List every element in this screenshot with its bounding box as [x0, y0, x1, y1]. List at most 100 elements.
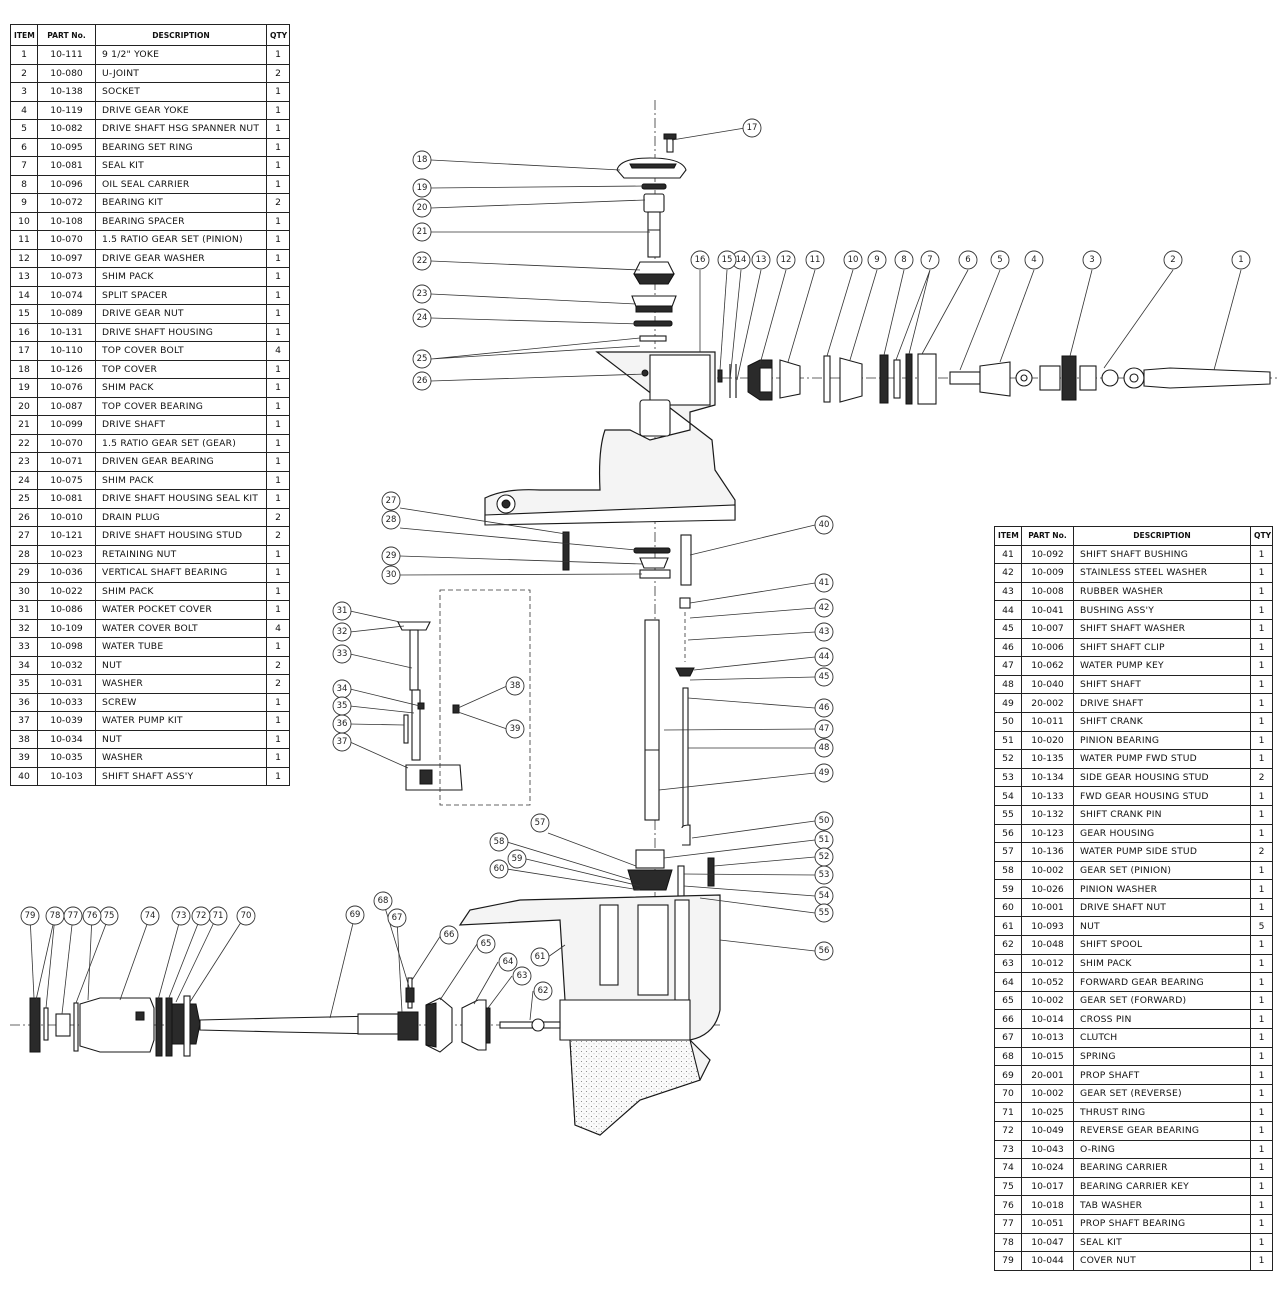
cell-item: 7 — [10, 156, 38, 176]
cell-part-no: 10-097 — [37, 248, 96, 268]
cell-description: CLUTCH — [1073, 1028, 1251, 1048]
callout-53: 53 — [814, 865, 834, 885]
forward-gear-bearing — [461, 999, 487, 1051]
cell-description: BUSHING ASS'Y — [1073, 600, 1251, 620]
cell-item: 74 — [994, 1158, 1022, 1178]
cell-part-no: 10-076 — [37, 378, 96, 398]
cell-qty: 1 — [266, 82, 290, 102]
cell-qty: 1 — [1250, 786, 1273, 806]
cell-part-no: 10-002 — [1021, 860, 1074, 881]
cell-description: FORWARD GEAR BEARING — [1073, 972, 1251, 992]
cell-part-no: 10-074 — [37, 285, 96, 305]
prop-shaft-bearing — [55, 1013, 71, 1037]
cell-item: 36 — [10, 692, 38, 712]
cell-qty: 1 — [266, 563, 290, 583]
cell-part-no: 10-081 — [37, 156, 96, 176]
cell-description: COVER NUT — [1073, 1251, 1251, 1271]
svg-text:49: 49 — [819, 768, 830, 778]
cell-description: SHIFT SHAFT BUSHING — [1073, 544, 1251, 565]
top-cover-bolt — [663, 133, 677, 153]
cell-item: 20 — [10, 396, 38, 416]
callout-64: 64 — [498, 952, 518, 972]
cell-qty: 1 — [1250, 618, 1273, 639]
cell-item: 17 — [10, 341, 38, 361]
gear-housing — [458, 894, 721, 1136]
svg-text:65: 65 — [481, 939, 492, 949]
svg-text:52: 52 — [819, 852, 830, 862]
upper-drive-shaft — [647, 211, 661, 258]
callout-1: 1 — [1231, 250, 1251, 270]
shim-pack-63 — [485, 1007, 491, 1044]
cell-item: 15 — [10, 304, 38, 324]
cell-qty: 2 — [1250, 767, 1273, 788]
cell-description: SHIFT SPOOL — [1073, 935, 1251, 955]
svg-text:2: 2 — [1170, 255, 1175, 265]
cell-qty: 1 — [1250, 1158, 1273, 1178]
cell-description: WATER COVER BOLT — [95, 618, 267, 638]
cell-item: 40 — [10, 766, 38, 786]
cell-qty: 1 — [1250, 544, 1273, 565]
cell-item: 25 — [10, 489, 38, 509]
callout-19: 19 — [412, 178, 432, 198]
cell-description: TOP COVER — [95, 359, 267, 379]
cell-part-no: 10-014 — [1021, 1009, 1074, 1030]
callout-5: 5 — [990, 250, 1010, 270]
cell-description: SOCKET — [95, 82, 267, 102]
cover-nut-group — [29, 997, 49, 1053]
cell-part-no: 10-002 — [1021, 1083, 1074, 1104]
svg-text:79: 79 — [25, 911, 36, 921]
cell-part-no: 10-052 — [1021, 972, 1074, 992]
svg-text:38: 38 — [510, 681, 521, 691]
svg-text:68: 68 — [378, 896, 389, 906]
callout-33: 33 — [332, 644, 352, 664]
cell-part-no: 20-001 — [1021, 1065, 1074, 1085]
callout-78: 78 — [45, 906, 65, 926]
cell-qty: 1 — [266, 156, 290, 176]
cell-item: 22 — [10, 433, 38, 453]
cell-qty: 2 — [266, 526, 290, 546]
callout-75: 75 — [99, 906, 119, 926]
callout-51: 51 — [814, 830, 834, 850]
cell-qty: 2 — [266, 63, 290, 83]
svg-text:15: 15 — [722, 255, 733, 265]
cell-part-no: 10-023 — [37, 544, 96, 564]
cell-qty: 2 — [266, 193, 290, 213]
cell-qty: 1 — [266, 692, 290, 712]
svg-text:19: 19 — [417, 183, 428, 193]
cell-description: 1.5 RATIO GEAR SET (PINION) — [95, 230, 267, 250]
svg-text:77: 77 — [68, 911, 79, 921]
svg-text:3: 3 — [1089, 255, 1094, 265]
cell-qty: 1 — [1250, 1232, 1273, 1253]
svg-text:28: 28 — [386, 515, 397, 525]
cell-qty: 1 — [1250, 823, 1273, 844]
cell-part-no: 10-020 — [1021, 730, 1074, 751]
cell-description: TOP COVER BOLT — [95, 341, 267, 361]
cell-part-no: 10-006 — [1021, 637, 1074, 658]
cell-part-no: 10-049 — [1021, 1121, 1074, 1141]
cell-qty: 1 — [1250, 711, 1273, 732]
cell-description: WATER PUMP KIT — [95, 711, 267, 731]
cell-qty: 5 — [1250, 916, 1273, 937]
svg-text:39: 39 — [510, 724, 521, 734]
housing-seal — [639, 335, 667, 342]
cell-part-no: 10-089 — [37, 304, 96, 324]
svg-text:64: 64 — [503, 957, 514, 967]
cell-item: 28 — [10, 544, 38, 564]
cell-part-no: 10-070 — [37, 230, 96, 250]
cell-item: 70 — [994, 1083, 1022, 1104]
svg-text:13: 13 — [756, 255, 767, 265]
cell-part-no: 10-044 — [1021, 1251, 1074, 1271]
cell-description: BEARING CARRIER — [1073, 1158, 1251, 1178]
